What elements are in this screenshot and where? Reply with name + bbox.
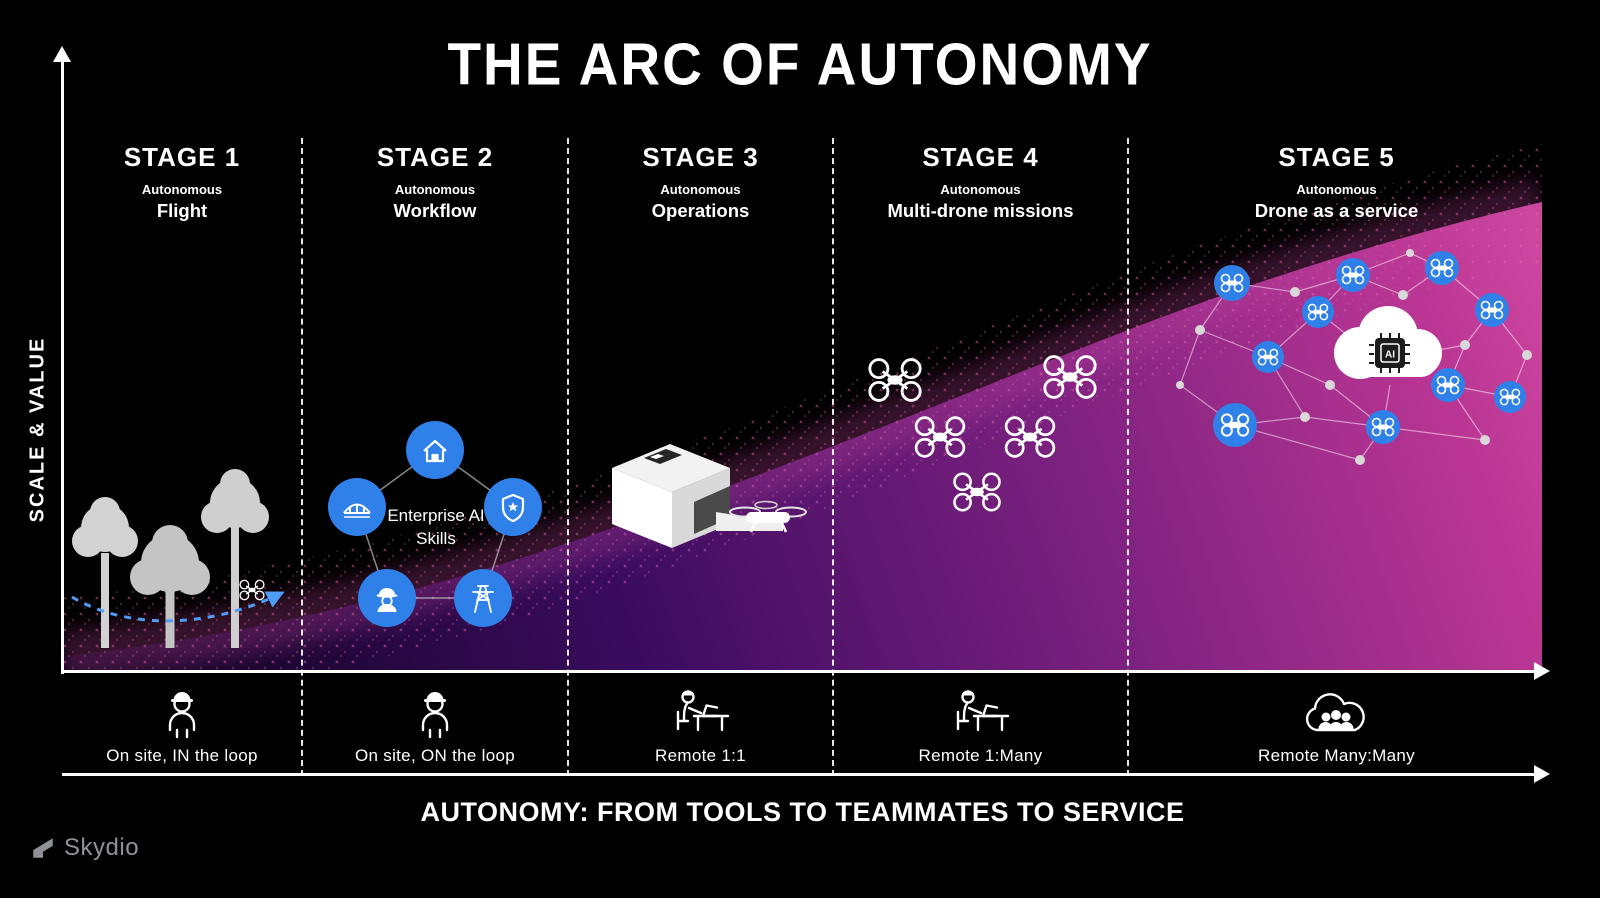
stage-4-label: STAGE 4 — [922, 142, 1039, 172]
brand-lockup: Skydio — [30, 834, 139, 862]
trees-and-drone — [71, 469, 285, 648]
stage-3-name: Operations — [651, 200, 750, 221]
stage-3-label: STAGE 3 — [642, 142, 759, 172]
ai-chip-label: AI — [1385, 350, 1395, 361]
bridge-icon — [343, 503, 371, 518]
drone-icon — [729, 500, 807, 533]
stage-4-kicker: Autonomous — [940, 182, 1021, 197]
dock-icon — [612, 444, 783, 548]
skydio-logo-icon — [33, 838, 53, 858]
network-dots — [1176, 249, 1532, 465]
operator-label-stage-4: Remote 1:Many — [918, 746, 1043, 765]
drone-swarm — [868, 355, 1097, 512]
drone-icon — [868, 358, 922, 402]
axis-arrow-up-icon — [53, 46, 71, 62]
flight-path-dashed-arrow — [71, 591, 285, 623]
stage-5-name: Drone as a service — [1254, 200, 1419, 221]
remote-operator-icon — [676, 690, 730, 732]
stage-column-divider — [1127, 138, 1129, 776]
ai-cloud-icon: AI — [1334, 306, 1442, 379]
people-cloud-icon — [1305, 693, 1365, 732]
drone-network-with-ai-cloud: AI — [1176, 249, 1532, 465]
stage-1-label: STAGE 1 — [123, 142, 241, 172]
stage-5-header: STAGE 5 Autonomous Drone as a service — [1128, 142, 1545, 222]
drone-icon — [914, 416, 966, 458]
brand-name: Skydio — [64, 834, 140, 861]
firefighter-icon — [376, 588, 398, 612]
stage-3-kicker: Autonomous — [660, 182, 741, 197]
stage-4-header: STAGE 4 Autonomous Multi-drone missions — [833, 142, 1128, 222]
operator-label-stage-5: Remote Many:Many — [1258, 746, 1415, 765]
stage-2-kicker: Autonomous — [394, 182, 476, 197]
stage-2-header: STAGE 2 Autonomous Workflow — [302, 142, 568, 222]
page-title: THE ARC OF AUTONOMY — [447, 30, 1153, 98]
enterprise-ai-skills-ring — [328, 421, 542, 627]
stage-column-divider — [301, 138, 303, 776]
power-tower-icon — [472, 585, 494, 613]
drone-icon — [239, 579, 265, 601]
operator-label-stage-3: Remote 1:1 — [655, 746, 746, 765]
stage-column-divider — [567, 138, 569, 776]
tree-icon — [130, 525, 210, 648]
ai-skills-center-label: Enterprise AI Skills — [387, 506, 485, 548]
stage-2-label: STAGE 2 — [376, 142, 494, 172]
axis-arrow-right-icon — [1534, 765, 1550, 783]
stage-1-header: STAGE 1 Autonomous Flight — [62, 142, 302, 222]
chip-pins — [1369, 333, 1410, 373]
hardhat-worker-icon — [421, 690, 449, 739]
drone-icon — [1043, 355, 1097, 399]
stage-4-name: Multi-drone missions — [887, 200, 1074, 221]
tree-icon — [201, 469, 269, 648]
remote-operator-icon — [956, 690, 1010, 732]
footer-caption: AUTONOMY: FROM TOOLS TO TEAMMATES TO SER… — [420, 797, 1185, 827]
network-drone-nodes — [1213, 251, 1526, 447]
operator-label-stage-2: On site, ON the loop — [354, 746, 516, 765]
stage-column-divider — [832, 138, 834, 776]
hardhat-worker-icon — [168, 690, 196, 739]
house-icon — [423, 439, 447, 463]
axis-arrow-right-icon — [1534, 662, 1550, 680]
y-axis-line — [61, 62, 64, 674]
stage-3-header: STAGE 3 Autonomous Operations — [568, 142, 833, 222]
stage-2-name: Workflow — [393, 200, 477, 221]
y-axis-label: SCALE & VALUE — [26, 336, 49, 523]
drone-icon — [1004, 416, 1056, 458]
dock-and-drone — [612, 444, 807, 548]
stage-1-kicker: Autonomous — [141, 182, 223, 197]
operator-label-stage-1: On site, IN the loop — [106, 746, 258, 765]
tree-icon — [72, 497, 138, 648]
stage-5-label: STAGE 5 — [1278, 142, 1395, 172]
stage-1-name: Flight — [156, 200, 208, 221]
shield-star-icon — [501, 493, 525, 523]
value-gradient-wedge — [62, 144, 1542, 672]
stage-5-kicker: Autonomous — [1296, 182, 1377, 197]
x-axis-line-bottom — [62, 773, 1538, 776]
drone-icon — [953, 472, 1001, 512]
x-axis-line-top — [62, 670, 1538, 673]
